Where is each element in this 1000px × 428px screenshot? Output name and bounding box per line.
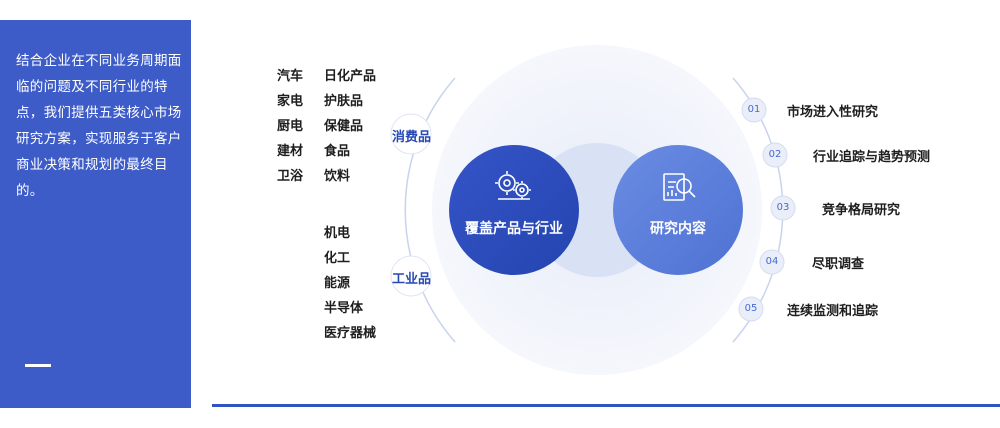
industrial-item: 机电 [324,226,351,241]
research-number: 02 [768,149,782,160]
research-item: 尽职调查 [812,257,865,272]
number-node [759,249,785,275]
research-item: 行业追踪与趋势预测 [813,150,931,165]
consumer-item: 日化产品 [324,69,377,84]
consumer-item: 护肤品 [324,94,364,109]
consumer-item: 汽车 [277,69,304,84]
research-item: 竞争格局研究 [822,203,901,218]
research-number: 01 [747,104,761,115]
industrial-item: 化工 [324,251,351,266]
intro-panel: 结合企业在不同业务周期面临的问题及不同行业的特点，我们提供五类核心市场研究方案，… [0,20,191,408]
consumer-item: 保健品 [324,119,364,134]
number-node [770,195,796,221]
research-number: 04 [765,256,779,267]
consumer-label: 消费品 [392,130,432,145]
intro-text: 结合企业在不同业务周期面临的问题及不同行业的特点，我们提供五类核心市场研究方案，… [16,53,182,199]
right-circle-label: 研究内容 [650,221,706,237]
industrial-item: 半导体 [324,301,364,316]
number-node [738,296,764,322]
research-item: 市场进入性研究 [787,105,879,120]
research-number: 03 [776,202,790,213]
report-search-icon [663,173,696,201]
right-main-circle [613,145,743,275]
left-main-circle [449,145,579,275]
industrial-label: 工业品 [392,272,432,287]
left-arc [404,77,456,343]
consumer-item: 卫浴 [277,169,304,184]
industrial-node [390,255,432,297]
number-node [762,142,788,168]
consumer-item: 建材 [277,144,304,159]
research-number: 05 [744,303,758,314]
number-nodes [738,97,796,322]
left-circle-label: 覆盖产品与行业 [465,221,563,237]
research-item: 连续监测和追踪 [787,304,879,319]
number-node [741,97,767,123]
industrial-item: 能源 [324,276,351,291]
panel-dash [25,364,51,367]
consumer-item: 饮料 [324,169,351,184]
bottom-accent-line [212,404,1000,407]
industrial-item: 医疗器械 [324,326,377,341]
consumer-node [390,113,432,155]
consumer-item: 家电 [277,94,304,109]
consumer-item: 厨电 [277,119,304,134]
gears-icon [495,171,531,200]
consumer-item: 食品 [324,144,351,159]
